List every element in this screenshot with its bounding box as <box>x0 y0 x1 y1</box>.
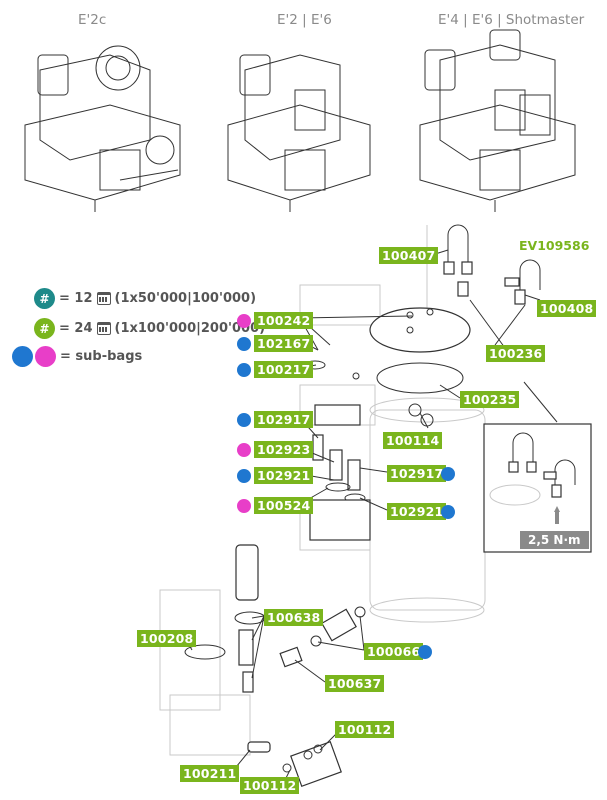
connector-cable-100408 <box>519 259 541 290</box>
detail-inset <box>483 423 592 553</box>
part-tag-100407: 100407 <box>379 247 439 264</box>
part-tag-100242: 100242 <box>254 312 314 329</box>
part-tag-100235: 100235 <box>460 391 520 408</box>
machine-illustration-e4-e6-shotmaster <box>419 29 576 212</box>
part-tag-100208: 100208 <box>137 630 197 647</box>
part-tag-100114: 100114 <box>383 432 443 449</box>
calendar-icon <box>96 322 111 335</box>
part-tag-102917-b: 102917 <box>387 465 447 482</box>
interval-badge-teal: # <box>34 288 55 309</box>
subbag-dot-blue <box>12 346 33 367</box>
header-e4-e6-shotmaster: E'4 | E'6 | Shotmaster <box>438 12 585 28</box>
interval-badge-green: # <box>34 318 55 339</box>
subbag-dot-102921-a <box>237 469 251 483</box>
connector-cable-100407 <box>447 224 469 265</box>
legend-subbags-text: = sub-bags <box>60 349 143 364</box>
part-tag-100524: 100524 <box>254 497 314 514</box>
part-tag-102921-b: 102921 <box>387 503 447 520</box>
machine-illustration-e2-e6 <box>227 54 371 212</box>
calendar-icon <box>96 292 111 305</box>
legend-row-24: # = 24 (1x100'000|200'000) <box>34 318 265 339</box>
legend-12-text: = 12 <box>59 291 93 306</box>
subbag-dot-100524 <box>237 499 251 513</box>
subbag-dot-102917-a <box>237 413 251 427</box>
part-tag-100236: 100236 <box>486 345 546 362</box>
legend-24-interval: (1x100'000|200'000) <box>114 321 266 336</box>
subbag-dot-102917-b <box>441 467 455 481</box>
part-tag-100112-b: 100112 <box>240 777 300 794</box>
subbag-dot-102923 <box>237 443 251 457</box>
subbag-dot-102921-b <box>441 505 455 519</box>
subbag-dot-pink <box>35 346 56 367</box>
legend-row-12: # = 12 (1x50'000|100'000) <box>34 288 256 309</box>
heater-plate <box>369 307 471 394</box>
reference-number: EV109586 <box>519 238 590 253</box>
valve-block-top <box>314 404 361 426</box>
header-e2c: E'2c <box>78 12 107 28</box>
legend-12-interval: (1x50'000|100'000) <box>114 291 257 306</box>
part-tag-102923: 102923 <box>254 441 314 458</box>
subbag-dot-100242 <box>237 314 251 328</box>
thermoblock-cartridge <box>235 544 259 601</box>
subbag-dot-100066 <box>418 645 432 659</box>
part-tag-100638: 100638 <box>264 609 324 626</box>
torque-label: 2,5 N·m <box>520 531 589 549</box>
part-tag-102921-a: 102921 <box>254 467 314 484</box>
part-tag-102917-a: 102917 <box>254 411 314 428</box>
part-tag-100637: 100637 <box>325 675 385 692</box>
part-tag-100211: 100211 <box>180 765 240 782</box>
part-tag-102167: 102167 <box>254 335 314 352</box>
legend-24-text: = 24 <box>59 321 93 336</box>
part-tag-100408: 100408 <box>537 300 597 317</box>
subbag-dot-100217 <box>237 363 251 377</box>
subbag-dot-102167 <box>237 337 251 351</box>
part-tag-100112-a: 100112 <box>335 721 395 738</box>
part-tag-100217: 100217 <box>254 361 314 378</box>
part-tag-100066: 100066 <box>364 643 424 660</box>
machine-illustration-e2c <box>24 45 181 212</box>
header-e2-e6: E'2 | E'6 <box>277 12 332 28</box>
legend-row-subbags: = sub-bags <box>12 346 142 367</box>
